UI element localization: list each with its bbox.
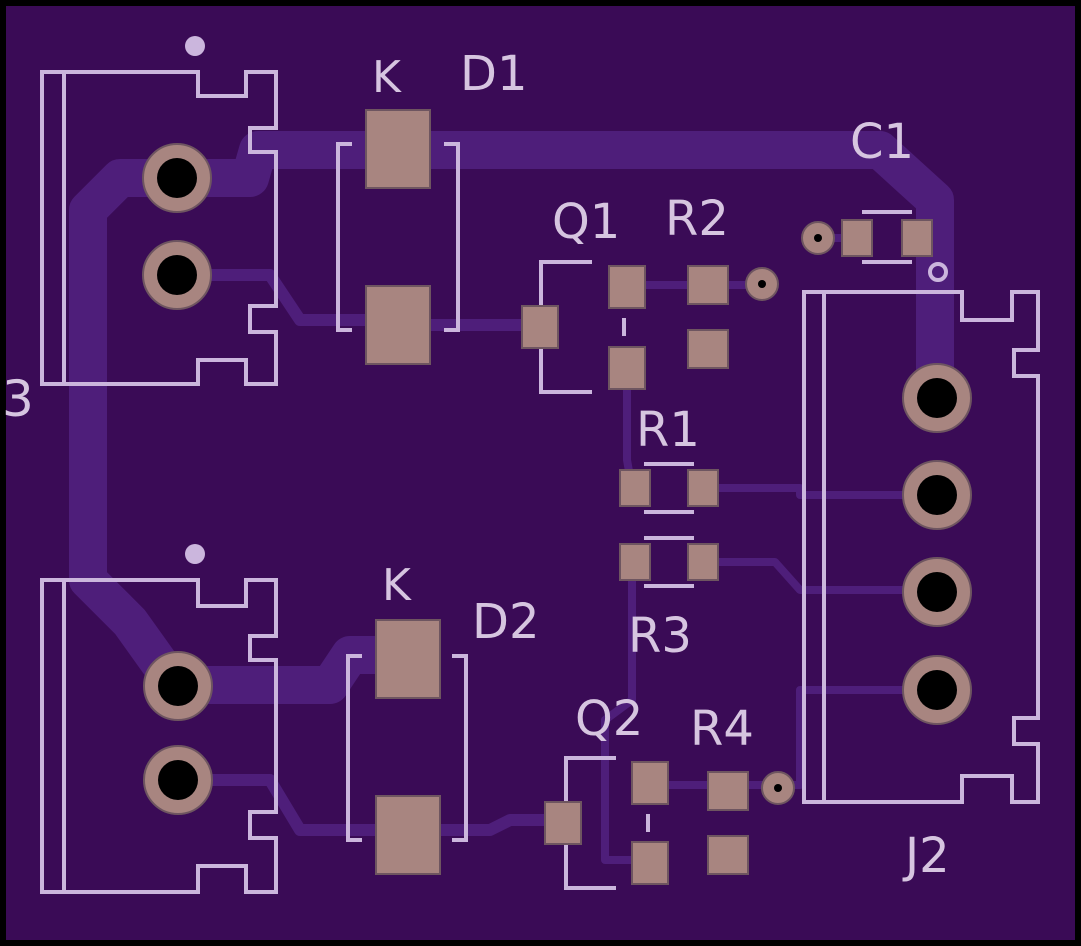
q1-label: Q1	[552, 194, 620, 250]
diode-d1: K D1	[336, 46, 528, 365]
c1-label: C1	[850, 114, 914, 170]
trace-r1-j2	[696, 484, 939, 499]
q2-pad-2	[631, 761, 669, 805]
r2-pad-1	[687, 265, 729, 305]
r3-label: R3	[628, 608, 692, 664]
q1-pad-3	[608, 346, 646, 390]
resistor-r4: R4	[690, 701, 795, 875]
drill-hole	[917, 670, 957, 710]
r3-pad-1	[619, 543, 651, 581]
r2-pad-2	[687, 329, 729, 369]
d1-pad-anode	[365, 285, 431, 365]
d1-pad-cathode	[365, 109, 431, 189]
via-hole	[758, 280, 766, 288]
resistor-r3: R3	[619, 536, 719, 664]
capacitor-c1: C1	[801, 114, 948, 282]
transistor-q2: Q2	[544, 691, 669, 890]
r4-pad-2	[707, 835, 749, 875]
drill-hole	[917, 475, 957, 515]
connector-j2: J2	[802, 290, 1040, 884]
d2-pad-cathode	[375, 619, 441, 699]
trace-j-d2	[169, 774, 414, 836]
connector-top-left-outline	[40, 70, 278, 386]
j2-label: J2	[902, 828, 950, 884]
diode-d2: K D2	[346, 560, 540, 875]
d2-outline-right	[452, 654, 468, 842]
r4-pad-1	[707, 771, 749, 811]
trace-r3-q2	[601, 558, 654, 864]
d2-cathode-marker: K	[382, 560, 412, 611]
trace-j-d1	[169, 269, 404, 326]
c1-pad-2	[901, 219, 933, 257]
resistor-r1: R1	[619, 402, 719, 514]
q1-pad-1	[521, 305, 559, 349]
pin1-dot-icon	[185, 36, 205, 56]
drill-hole	[917, 378, 957, 418]
pin1-dot-icon	[185, 544, 205, 564]
transistor-q1: Q1	[521, 194, 646, 394]
q2-pad-1	[544, 801, 582, 845]
drill-hole	[157, 158, 197, 198]
connector-bottom-left	[40, 544, 278, 894]
drill-hole	[158, 666, 198, 706]
d1-outline-left	[336, 142, 352, 332]
d1-outline-right	[444, 142, 460, 332]
r4-label: R4	[690, 701, 754, 757]
trace-r3-j2	[696, 558, 939, 594]
c1-pad-1	[841, 219, 873, 257]
drill-hole	[157, 255, 197, 295]
connector-bottom-left-outline	[40, 578, 278, 894]
drill-hole	[917, 572, 957, 612]
r2-label: R2	[665, 191, 729, 247]
r1-pad-2	[687, 469, 719, 507]
resistor-r2: R2	[665, 191, 779, 369]
d2-pad-anode	[375, 795, 441, 875]
r3-pad-2	[687, 543, 719, 581]
d1-label: D1	[460, 46, 528, 102]
r1-pad-1	[619, 469, 651, 507]
via-hole	[774, 784, 782, 792]
d2-outline-left	[346, 654, 362, 842]
d1-cathode-marker: K	[372, 52, 402, 103]
q1-pad-2	[608, 265, 646, 309]
q2-pad-3	[631, 841, 669, 885]
via-hole	[814, 234, 822, 242]
connector-top-left	[40, 36, 278, 386]
r1-label: R1	[636, 402, 700, 458]
c1-polarity-dot-icon	[928, 262, 948, 282]
j2-outline	[802, 290, 1040, 804]
d2-label: D2	[472, 594, 540, 650]
edge-designator-fragment: 3	[2, 370, 34, 428]
q2-label: Q2	[575, 691, 643, 747]
trace-d2-q2	[402, 814, 568, 836]
drill-hole	[158, 760, 198, 800]
